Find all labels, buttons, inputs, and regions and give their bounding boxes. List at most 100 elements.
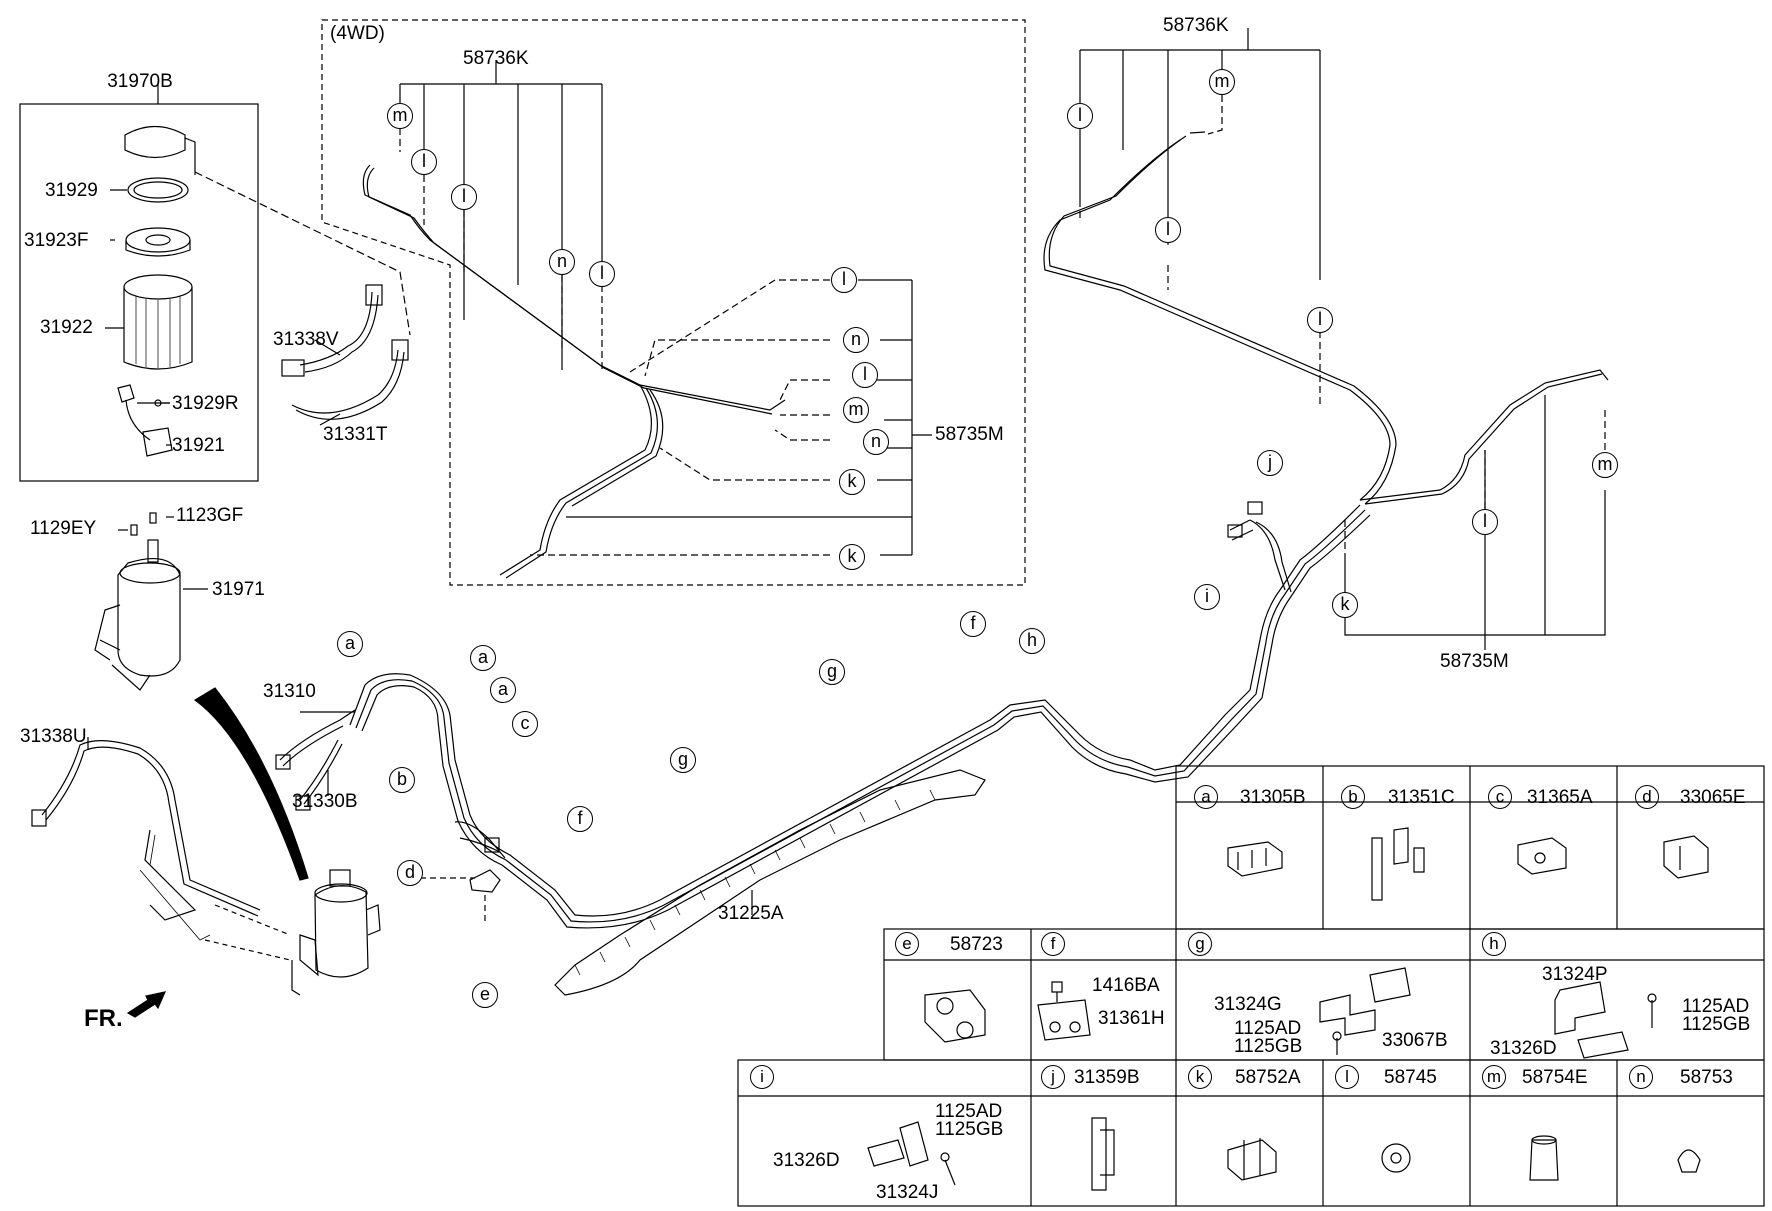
callout-l: l xyxy=(1067,103,1093,129)
label-1123GF: 1123GF xyxy=(176,505,244,526)
table-letter-m: m xyxy=(1482,1065,1506,1089)
callout-m: m xyxy=(387,103,413,129)
table-part-33067B: 33067B xyxy=(1382,1030,1448,1051)
table-code-a: 31305B xyxy=(1240,787,1306,808)
table-code-n: 58753 xyxy=(1680,1067,1733,1088)
table-code-l: 58745 xyxy=(1384,1067,1437,1088)
callout-f: f xyxy=(960,611,986,637)
label-4wd: (4WD) xyxy=(330,23,385,44)
table-part-31326D-i: 31326D xyxy=(773,1150,840,1171)
callout-h: h xyxy=(1019,628,1045,654)
clip-icon-a xyxy=(1227,841,1283,877)
bracket-icon-h xyxy=(1554,981,1657,1059)
table-letter-h: h xyxy=(1482,932,1506,956)
bracket-rail xyxy=(554,769,986,996)
callout-n: n xyxy=(863,429,889,455)
table-part-31324G: 31324G xyxy=(1214,994,1282,1015)
callout-i: i xyxy=(1194,584,1220,610)
callout-l: l xyxy=(1472,509,1498,535)
label-31225A: 31225A xyxy=(718,903,784,924)
callout-a: a xyxy=(490,677,516,703)
table-letter-d: d xyxy=(1635,785,1659,809)
label-31310: 31310 xyxy=(263,681,316,702)
table-code-c: 31365A xyxy=(1527,787,1593,808)
arrow-fr-icon xyxy=(126,991,167,1018)
table-part-1125AD-h: 1125AD xyxy=(1682,996,1750,1017)
clip-icon-n xyxy=(1677,1149,1701,1173)
pointer-wedge xyxy=(193,687,309,881)
clip-icon-k xyxy=(1227,1138,1277,1181)
callout-n: n xyxy=(549,249,575,275)
callout-k: k xyxy=(839,469,865,495)
bracket-icon-i xyxy=(867,1121,956,1186)
callout-m: m xyxy=(1209,69,1235,95)
box-4wd xyxy=(321,19,1026,586)
clip-icon-e xyxy=(924,989,986,1043)
table-part-31324P: 31324P xyxy=(1542,964,1608,985)
table-letter-j: j xyxy=(1041,1065,1065,1089)
callout-l: l xyxy=(831,267,857,293)
clip-icon-d xyxy=(1663,835,1709,879)
clip-icon-c xyxy=(1517,837,1567,875)
callout-l: l xyxy=(451,184,477,210)
table-letter-g: g xyxy=(1188,932,1212,956)
bolt-icon-f xyxy=(1037,981,1091,1041)
callout-g: g xyxy=(670,747,696,773)
table-part-1416BA: 1416BA xyxy=(1092,975,1160,996)
callout-k: k xyxy=(1332,592,1358,618)
table-part-31326D-h: 31326D xyxy=(1490,1038,1557,1059)
label-31923F: 31923F xyxy=(24,230,89,251)
callout-e: e xyxy=(472,982,498,1008)
label-31921: 31921 xyxy=(172,435,225,456)
callout-a: a xyxy=(470,645,496,671)
callout-a: a xyxy=(337,631,363,657)
label-31338V: 31338V xyxy=(273,329,339,350)
callout-m: m xyxy=(843,397,869,423)
table-part-1125AD-g: 1125AD xyxy=(1234,1018,1302,1039)
table-code-j: 31359B xyxy=(1074,1067,1140,1088)
table-letter-k: k xyxy=(1188,1065,1212,1089)
callout-l: l xyxy=(1307,307,1333,333)
callout-g: g xyxy=(819,659,845,685)
table-part-1125GB-g: 1125GB xyxy=(1234,1036,1303,1057)
label-31922: 31922 xyxy=(40,317,93,338)
label-58736K-b: 58736K xyxy=(1163,15,1229,36)
label-31338U: 31338U xyxy=(20,726,87,747)
clip-icon-l xyxy=(1381,1143,1411,1173)
label-31971: 31971 xyxy=(212,579,265,600)
callout-m: m xyxy=(1592,452,1618,478)
callout-l: l xyxy=(411,149,437,175)
label-31929R: 31929R xyxy=(172,393,239,414)
table-code-k: 58752A xyxy=(1235,1067,1301,1088)
table-part-31361H: 31361H xyxy=(1098,1008,1165,1029)
callout-b: b xyxy=(389,767,415,793)
callout-f: f xyxy=(567,806,593,832)
callout-l: l xyxy=(852,362,878,388)
label-58735M-a: 58735M xyxy=(935,424,1004,445)
callout-k: k xyxy=(839,544,865,570)
table-letter-l: l xyxy=(1335,1065,1359,1089)
filter-icon xyxy=(123,274,193,300)
label-1129EY: 1129EY xyxy=(30,518,97,539)
label-fr: FR. xyxy=(84,1005,123,1032)
table-letter-e: e xyxy=(895,932,919,956)
bracket-icon-g xyxy=(1319,967,1411,1055)
clip-icon-j xyxy=(1091,1117,1115,1191)
table-letter-c: c xyxy=(1488,785,1512,809)
table-letter-b: b xyxy=(1341,785,1365,809)
table-code-b: 31351C xyxy=(1388,787,1455,808)
table-letter-a: a xyxy=(1194,785,1218,809)
table-letter-i: i xyxy=(750,1065,774,1089)
table-letter-n: n xyxy=(1629,1065,1653,1089)
table-part-31324J: 31324J xyxy=(876,1182,939,1203)
label-31970B: 31970B xyxy=(107,71,173,92)
clip-icon-m xyxy=(1529,1135,1559,1181)
filter-cap-icon xyxy=(124,126,186,159)
label-58736K-a: 58736K xyxy=(463,48,529,69)
table-code-e: 58723 xyxy=(950,934,1003,955)
label-58735M-b: 58735M xyxy=(1440,651,1509,672)
callout-n: n xyxy=(843,327,869,353)
label-31929: 31929 xyxy=(45,180,98,201)
filter-assembly-box xyxy=(19,103,259,482)
callout-d: d xyxy=(397,860,423,886)
